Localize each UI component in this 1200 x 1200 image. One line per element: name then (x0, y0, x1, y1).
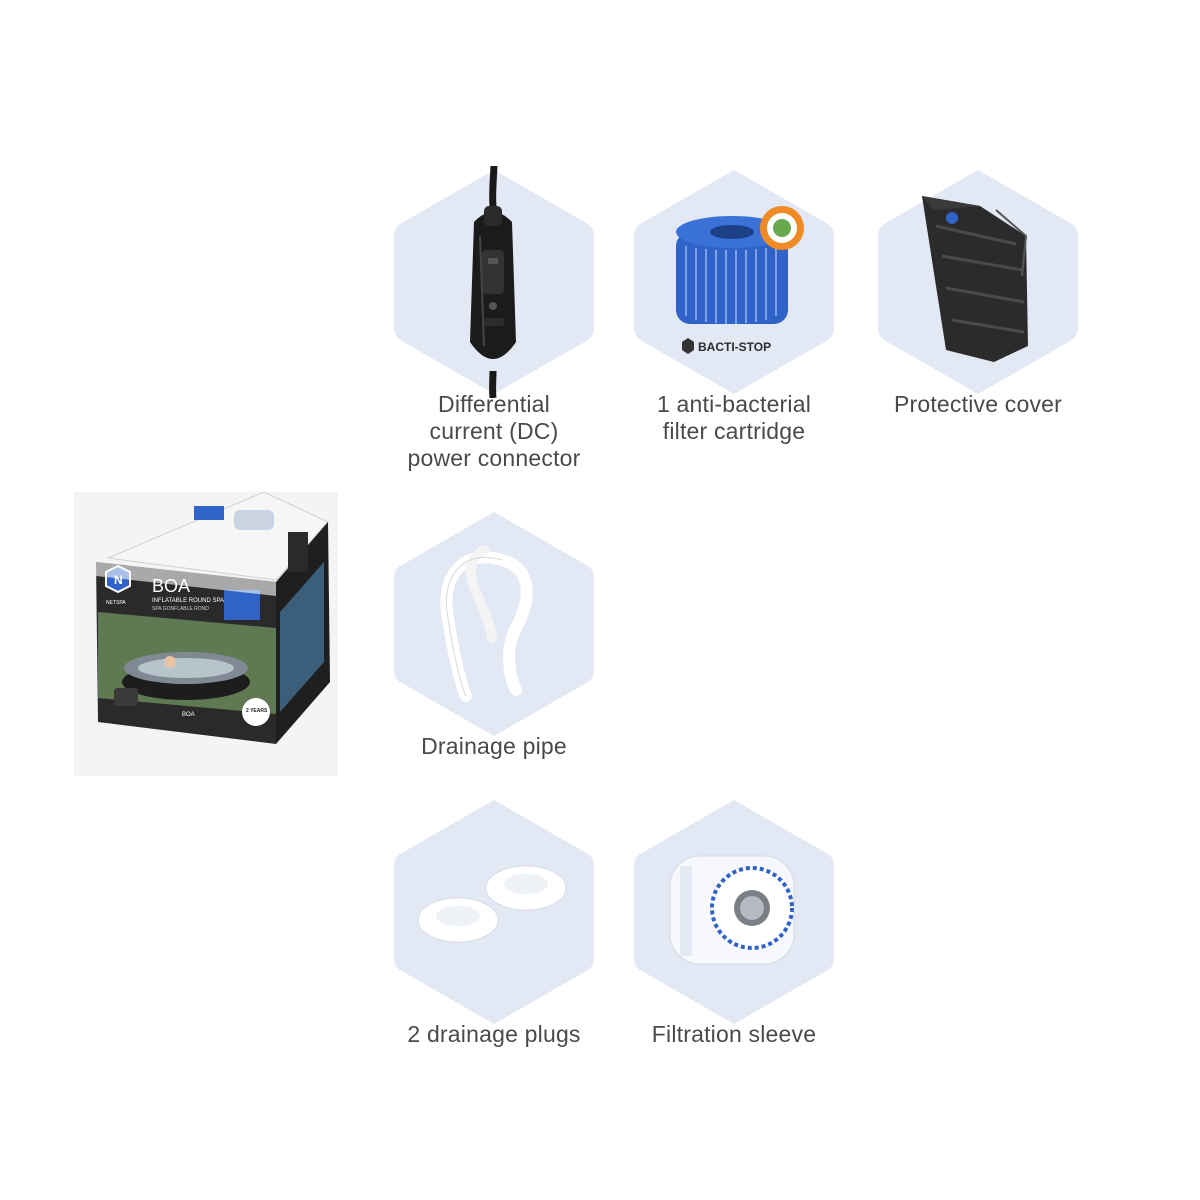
svg-text:N: N (114, 573, 123, 587)
drainage-plugs-illustration (394, 800, 594, 1024)
label-filter-cartridge: 1 anti-bacterial filter cartridge (656, 391, 812, 444)
bacti-stop-badge: BACTI-STOP (698, 340, 771, 354)
label-protective-cover: Protective cover (893, 391, 1063, 417)
filter-cartridge-illustration: BACTI-STOP (634, 170, 834, 394)
label-drainage-plugs: 2 drainage plugs (407, 1021, 581, 1047)
hex-filter-cartridge: BACTI-STOP (632, 166, 836, 398)
box-brand: NETSPA (106, 600, 126, 606)
hex-drainage-pipe (392, 508, 596, 740)
hex-dc-connector (392, 166, 596, 398)
hex-drainage-plugs (392, 796, 596, 1028)
label-dc-connector: Differential current (DC) power connecto… (407, 391, 581, 471)
hex-protective-cover (876, 166, 1080, 398)
filtration-sleeve-illustration (634, 800, 834, 1024)
label-filtration-sleeve: Filtration sleeve (651, 1021, 817, 1047)
drainage-pipe-illustration (394, 512, 594, 736)
box-spa-logo: BOA (182, 712, 195, 718)
box-warranty: 2 YEARS (246, 708, 268, 714)
dc-connector-illustration (394, 166, 594, 398)
box-subtitle-fr: SPA GONFLABLE ROND (152, 606, 209, 612)
product-box-illustration: N NETSPA BOA INFLATABLE ROUND SPA SPA GO… (96, 491, 330, 744)
hex-filtration-sleeve (632, 796, 836, 1028)
protective-cover-illustration (878, 170, 1078, 394)
box-subtitle-en: INFLATABLE ROUND SPA (152, 598, 224, 604)
product-box-image: N NETSPA BOA INFLATABLE ROUND SPA SPA GO… (74, 491, 338, 776)
label-drainage-pipe: Drainage pipe (421, 733, 567, 759)
